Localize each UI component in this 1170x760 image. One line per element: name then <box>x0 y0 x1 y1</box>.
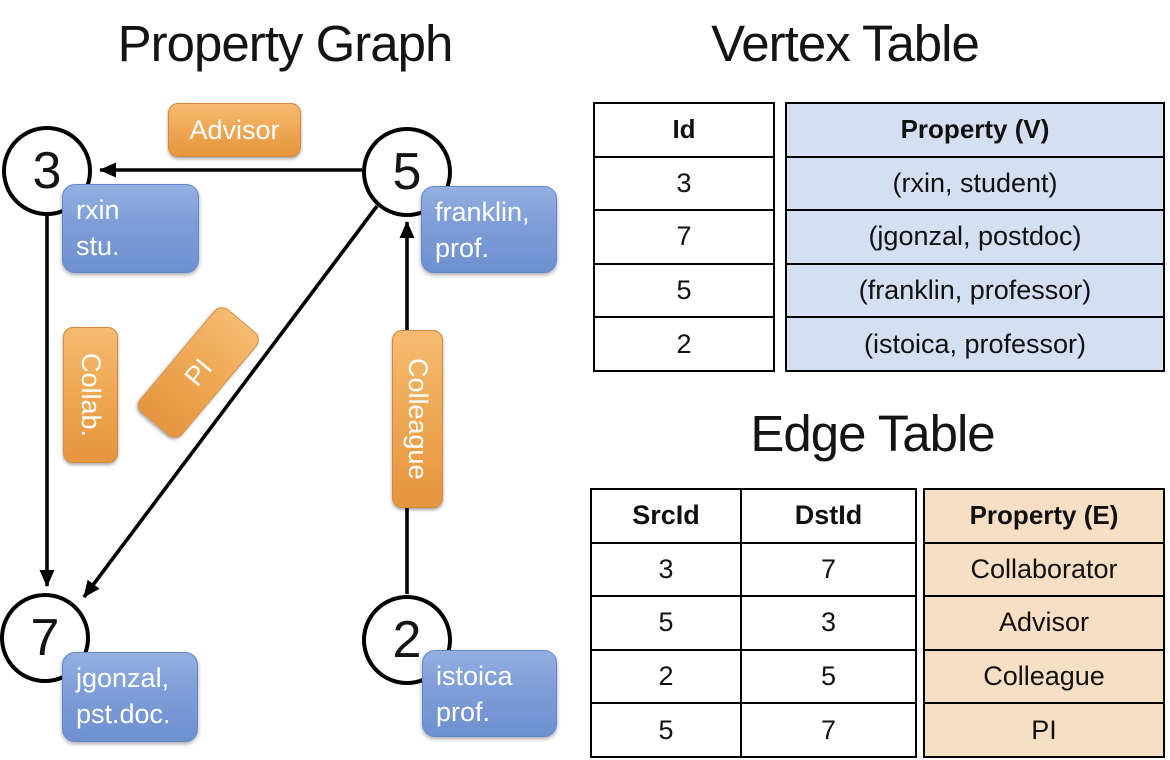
edge-table-header-row: SrcId DstId <box>592 490 915 542</box>
edge-dst-cell: 7 <box>820 553 837 584</box>
vertex-table-id-column: Id 3 7 5 2 <box>593 102 775 372</box>
edge-label-colleague: Colleague <box>392 330 443 508</box>
node-id: 7 <box>30 609 60 667</box>
node-id: 3 <box>32 142 62 200</box>
edge-property-cell: Colleague <box>925 648 1163 703</box>
vertex-id-cell: 5 <box>595 262 773 317</box>
vertex-table-property-column: Property (V) (rxin, student) (jgonzal, p… <box>785 102 1165 372</box>
vertex-property-cell: (jgonzal, postdoc) <box>787 209 1163 263</box>
edge-table-header-srcid: SrcId <box>592 490 742 542</box>
edge-table-row: 5 3 <box>592 595 915 649</box>
edge-table-row: 3 7 <box>592 541 915 596</box>
edge-property-cell: Collaborator <box>925 541 1163 596</box>
edge-src-cell: 5 <box>592 597 742 649</box>
property-graph-panel: Property Graph 3 5 7 2 Advisor Collab. P… <box>0 0 570 760</box>
edge-property-cell: PI <box>925 702 1163 756</box>
edge-label-collab: Collab. <box>63 327 118 463</box>
node-circle-2: 2 <box>362 595 452 685</box>
vertex-property-cell: (franklin, professor) <box>787 262 1163 317</box>
edge-table-row: 5 7 <box>592 702 915 756</box>
edge-table-property-column: Property (E) Collaborator Advisor Collea… <box>923 488 1165 758</box>
edge-dst-cell: 5 <box>820 661 837 692</box>
edge-table-row: 2 5 <box>592 648 915 703</box>
edge-label-advisor: Advisor <box>168 103 301 157</box>
vertex-table-header-id: Id <box>672 114 696 145</box>
vertex-id-cell: 2 <box>595 316 773 370</box>
edge-property-cell: Advisor <box>925 595 1163 649</box>
vertex-id-cell: 3 <box>595 155 773 210</box>
node-id: 5 <box>392 143 422 201</box>
edge-table-header-dstid: DstId <box>794 500 863 531</box>
edge-dst-cell: 7 <box>820 714 837 745</box>
vertex-property-box-5: franklin, prof. <box>421 186 557 273</box>
vertex-property-cell: (istoica, professor) <box>787 316 1163 370</box>
vertex-property-box-3: rxin stu. <box>62 184 199 273</box>
edge-src-cell: 5 <box>592 704 742 756</box>
vertex-table-header-property: Property (V) <box>900 114 1050 145</box>
edge-dst-cell: 3 <box>820 607 837 638</box>
vertex-property-box-2: istoica prof. <box>422 650 557 737</box>
edge-src-cell: 2 <box>592 650 742 703</box>
edge-table-ids-columns: SrcId DstId 3 7 5 3 2 5 5 7 <box>590 488 917 758</box>
node-circle-5: 5 <box>362 127 452 217</box>
vertex-table-title: Vertex Table <box>711 15 980 72</box>
vertex-id-cell: 7 <box>595 209 773 263</box>
graph-title: Property Graph <box>117 15 454 72</box>
edge-5-to-7-pi <box>82 204 379 599</box>
vertex-property-box-7: jgonzal, pst.doc. <box>62 652 198 742</box>
node-id: 2 <box>392 611 422 669</box>
edge-src-cell: 3 <box>592 543 742 596</box>
vertex-property-cell: (rxin, student) <box>787 155 1163 210</box>
edge-table-title: Edge Table <box>750 405 995 462</box>
edge-table-header-property: Property (E) <box>969 500 1119 531</box>
